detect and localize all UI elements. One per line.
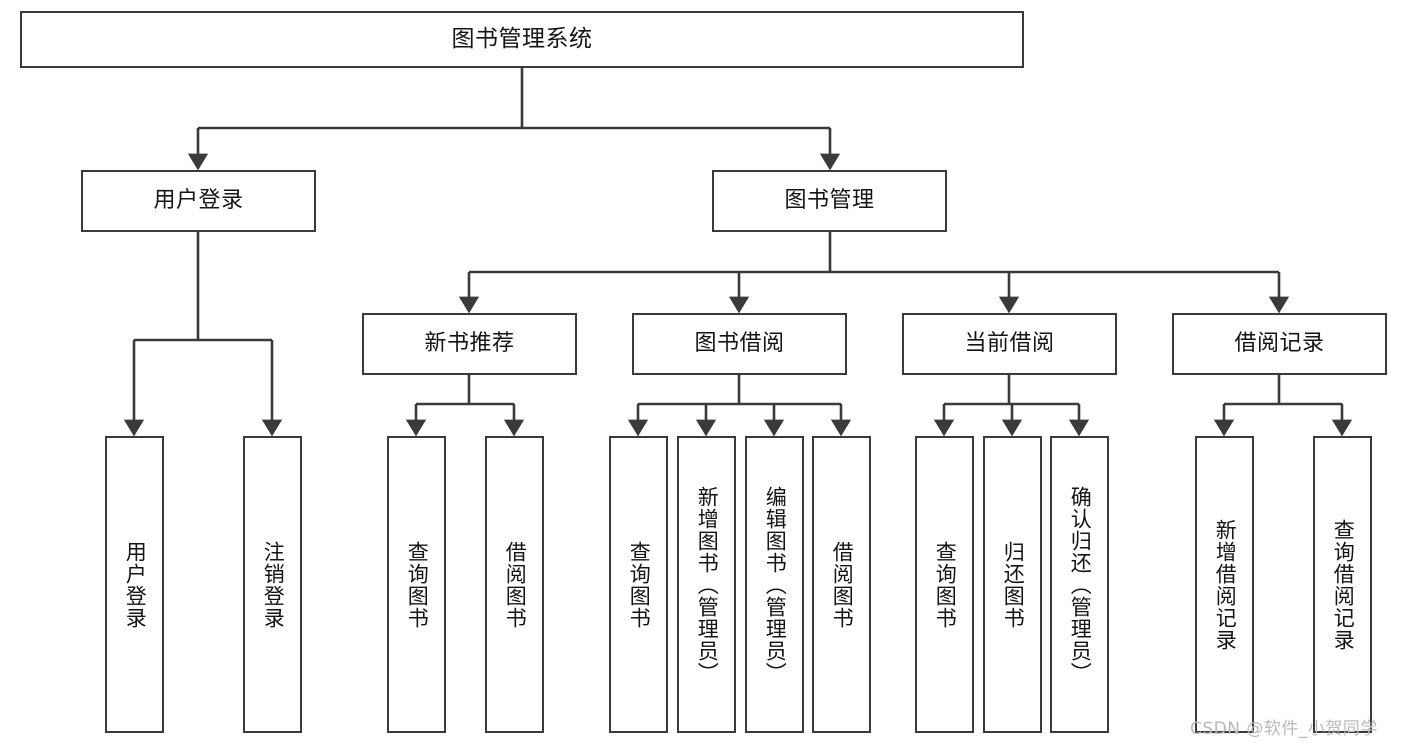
leaf-node-label: 用户登录 [123, 540, 148, 629]
leaf-node[interactable]: 用户登录 [105, 436, 164, 733]
node-new-book-recommend[interactable]: 新书推荐 [362, 313, 577, 375]
leaf-node[interactable]: 归还图书 [983, 436, 1042, 733]
leaf-node-label: 查询图书 [405, 540, 430, 629]
node-book-borrow[interactable]: 图书借阅 [632, 313, 847, 375]
leaf-node[interactable]: 借阅图书 [812, 436, 871, 733]
leaf-node-label: 归还图书 [1001, 540, 1026, 629]
node-borrow-records[interactable]: 借阅记录 [1172, 313, 1387, 375]
node-new-book-recommend-label: 新书推荐 [424, 331, 515, 357]
node-root-label: 图书管理系统 [451, 26, 593, 53]
leaf-node[interactable]: 新增借阅记录 [1195, 436, 1254, 733]
leaf-node[interactable]: 借阅图书 [485, 436, 544, 733]
leaf-node-label: 查询图书 [933, 540, 958, 629]
leaf-node-label: 新增图书（管理员） [695, 485, 720, 684]
csdn-watermark: CSDN @软件_小贺同学 [1190, 719, 1378, 739]
leaf-node[interactable]: 查询图书 [387, 436, 446, 733]
node-borrow-records-label: 借阅记录 [1234, 331, 1325, 357]
node-book-management-label: 图书管理 [784, 188, 875, 214]
node-current-borrow[interactable]: 当前借阅 [902, 313, 1117, 375]
leaf-node[interactable]: 查询图书 [609, 436, 668, 733]
leaf-node-label: 新增借阅记录 [1213, 518, 1238, 651]
node-book-borrow-label: 图书借阅 [694, 331, 785, 357]
leaf-node[interactable]: 新增图书（管理员） [677, 436, 736, 733]
leaf-node[interactable]: 查询借阅记录 [1313, 436, 1372, 733]
leaf-node[interactable]: 确认归还（管理员） [1050, 436, 1109, 733]
leaf-node-label: 确认归还（管理员） [1068, 485, 1093, 684]
leaf-node-label: 借阅图书 [503, 540, 528, 629]
node-user-login-label: 用户登录 [153, 188, 244, 214]
leaf-node[interactable]: 编辑图书（管理员） [745, 436, 804, 733]
node-root[interactable]: 图书管理系统 [20, 11, 1024, 68]
node-current-borrow-label: 当前借阅 [964, 331, 1055, 357]
leaf-node-label: 注销登录 [261, 540, 286, 629]
leaf-node[interactable]: 查询图书 [915, 436, 974, 733]
leaf-node-label: 编辑图书（管理员） [763, 485, 788, 684]
node-book-management[interactable]: 图书管理 [712, 170, 947, 232]
leaf-node-label: 查询借阅记录 [1331, 518, 1356, 651]
leaf-node[interactable]: 注销登录 [243, 436, 302, 733]
leaf-node-label: 借阅图书 [830, 540, 855, 629]
leaf-node-label: 查询图书 [627, 540, 652, 629]
node-user-login[interactable]: 用户登录 [81, 170, 316, 232]
